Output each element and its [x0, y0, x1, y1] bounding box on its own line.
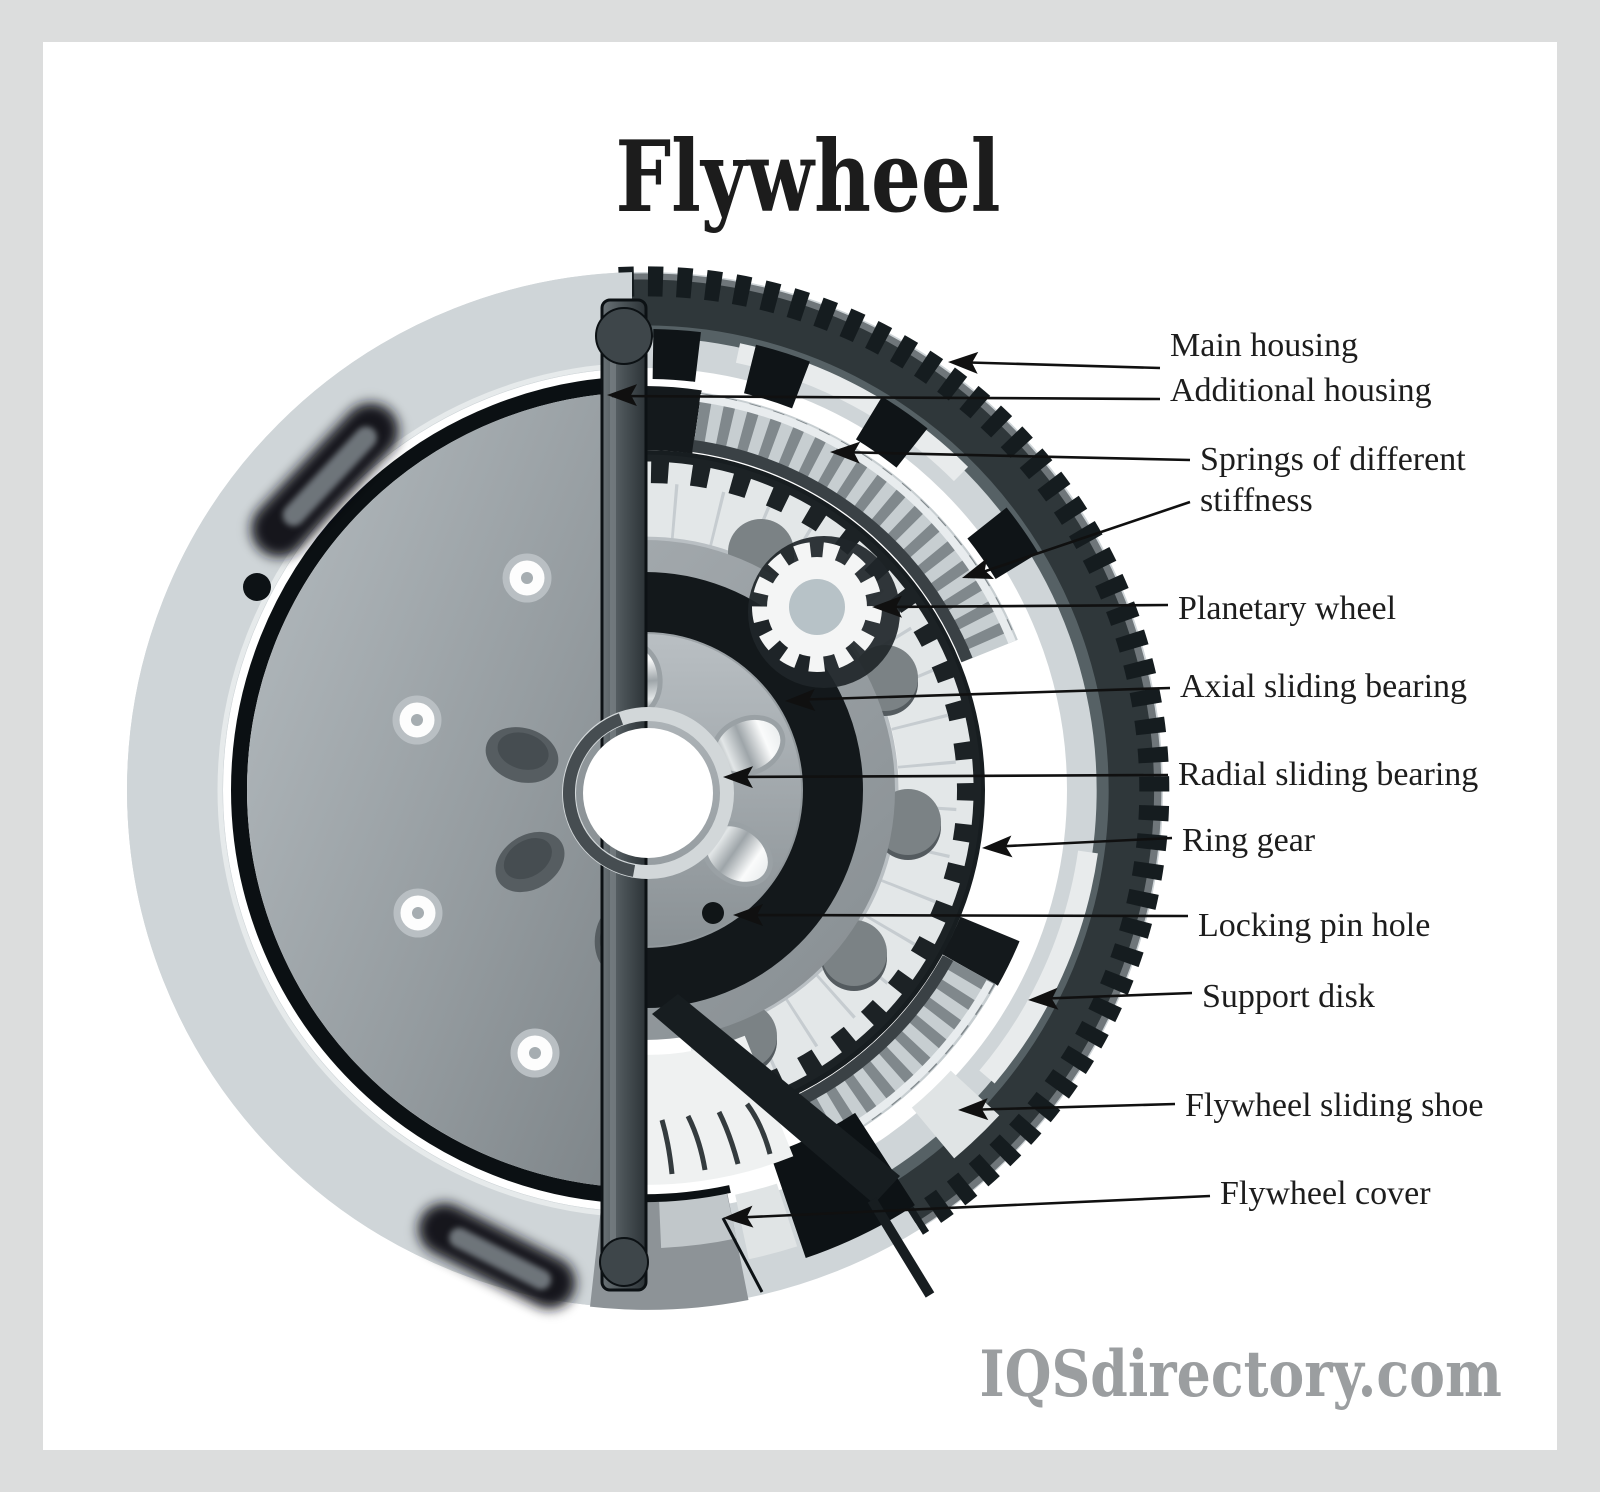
- diagonal-cut: [652, 994, 935, 1298]
- leader-main-housing: [951, 360, 1161, 370]
- label-radial-sliding-bearing: Radial sliding bearing: [1178, 756, 1479, 793]
- arrow-flywheel-sliding-shoe: [958, 1098, 989, 1121]
- balance-hole-dot: [243, 573, 271, 601]
- arrow-flywheel-cover: [723, 1205, 754, 1228]
- rivets: [392, 553, 560, 1078]
- planetary-teeth: [752, 542, 882, 672]
- leader-springs-b: [967, 500, 1191, 579]
- leader-ring-gear: [987, 836, 1173, 849]
- leader-axial-sliding-bearing: [790, 686, 1171, 702]
- page-title: Flywheel: [615, 120, 1001, 235]
- leader-support-disk: [1033, 991, 1193, 1001]
- label-flywheel-cover: Flywheel cover: [1220, 1175, 1431, 1212]
- arrow-additional-housing: [607, 384, 638, 407]
- arrow-locking-pin-hole: [733, 904, 763, 926]
- label-ring-gear: Ring gear: [1182, 822, 1316, 859]
- planetary-bore: [789, 579, 845, 635]
- watermark: IQSdirectory.com: [979, 1337, 1502, 1412]
- ring-gear-teeth: [618, 266, 1170, 1235]
- label-axial-sliding-bearing: Axial sliding bearing: [1180, 668, 1468, 705]
- arrow-ring-gear: [982, 835, 1013, 858]
- leader-flywheel-sliding-shoe: [963, 1102, 1176, 1112]
- housing-highlight: [979, 850, 1098, 1084]
- label-springs: Springs of different stiffness: [1200, 441, 1466, 519]
- leader-radial-sliding-bearing: [728, 773, 1169, 779]
- ring-gear-cross-section: [618, 266, 1170, 1235]
- rim-slot-bottom: [418, 1203, 576, 1309]
- front-rim-band: [127, 272, 632, 1308]
- arrow-support-disk: [1028, 987, 1059, 1010]
- leader-springs-a: [835, 450, 1191, 462]
- arc-springs-top: [692, 392, 1018, 663]
- arrow-springs-a: [830, 441, 861, 464]
- leader-flywheel-cover: [728, 1194, 1211, 1220]
- label-main-housing: Main housing: [1170, 327, 1358, 364]
- label-additional-housing: Additional housing: [1170, 372, 1432, 409]
- spring-hooks: [659, 1102, 773, 1175]
- housing-stop-blocks: [652, 329, 1039, 580]
- internal-gear-teeth: [627, 461, 974, 1107]
- leader-locking-pin-hole: [738, 913, 1189, 918]
- arrow-radial-sliding-bearing: [723, 766, 754, 789]
- locking-pin-hole-dot: [702, 902, 724, 924]
- leader-additional-housing: [611, 394, 1161, 401]
- central-bore: [562, 707, 734, 879]
- label-flywheel-sliding-shoe: Flywheel sliding shoe: [1185, 1087, 1484, 1124]
- rim-slot-top: [251, 402, 399, 558]
- diagram-canvas: Flywheel: [43, 42, 1557, 1450]
- arrow-main-housing: [948, 351, 979, 374]
- arrow-axial-sliding-bearing: [785, 689, 816, 711]
- label-support-disk: Support disk: [1202, 978, 1375, 1015]
- label-locking-pin-hole: Locking pin hole: [1198, 907, 1431, 944]
- arrow-planetary-wheel: [872, 595, 903, 618]
- leader-planetary-wheel: [877, 603, 1169, 609]
- planetary-wheel: [748, 536, 900, 688]
- rim-shadow-ring: [231, 376, 632, 1204]
- arrowheads: [607, 351, 1059, 1228]
- flywheel-illustration: [127, 266, 1211, 1310]
- leader-lines: [611, 360, 1211, 1220]
- label-planetary-wheel: Planetary wheel: [1178, 590, 1397, 627]
- arrow-springs-b: [962, 558, 994, 579]
